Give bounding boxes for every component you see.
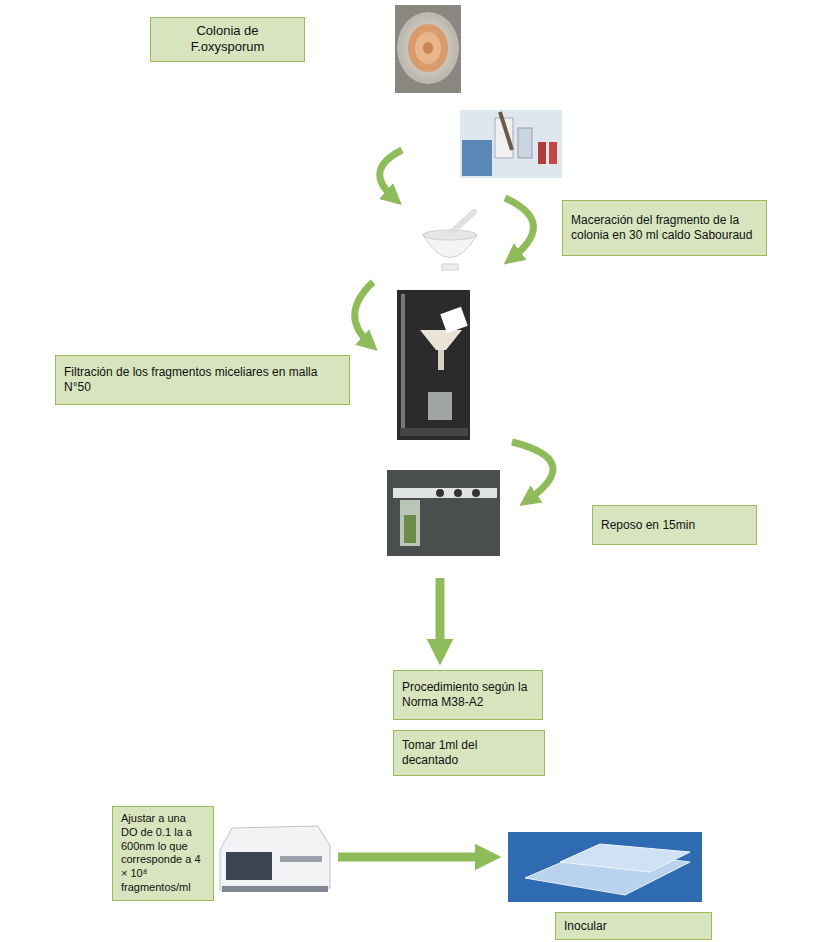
flow-arrows [338, 150, 553, 857]
process-box: Ajustar a una DO de 0.1 la a 600nm lo qu… [112, 806, 214, 901]
step-text: Tomar 1ml del decantado [402, 738, 536, 768]
mortar-illustration [423, 212, 477, 270]
process-box: Tomar 1ml del decantado [393, 730, 545, 776]
spectrophotometer-illustration [220, 826, 330, 892]
process-box: Procedimiento según la Norma M38-A2 [393, 670, 543, 720]
step-text: Filtración de los fragmentos miceliares … [64, 365, 341, 395]
process-box: Reposo en 15min [592, 505, 757, 545]
step-text: Procedimiento según la Norma M38-A2 [402, 680, 534, 710]
process-box: Maceración del fragmento de la colonia e… [562, 200, 767, 256]
microplate-photo [508, 832, 702, 902]
step-text: Inocular [564, 919, 703, 934]
step-text: Maceración del fragmento de la colonia e… [571, 213, 758, 243]
step-text: Ajustar a una DO de 0.1 la a 600nm lo qu… [121, 812, 205, 895]
step-text: Colonia de F.oxysporum [159, 23, 296, 56]
lab-photo [460, 110, 562, 178]
process-box: Inocular [555, 912, 712, 940]
step-text: Reposo en 15min [601, 518, 748, 533]
process-box: Colonia de F.oxysporum [150, 17, 305, 62]
petri-dish-photo [395, 5, 461, 93]
process-box: Filtración de los fragmentos miceliares … [55, 355, 350, 405]
tube-rack-photo [387, 470, 500, 556]
filtration-photo [397, 290, 470, 440]
